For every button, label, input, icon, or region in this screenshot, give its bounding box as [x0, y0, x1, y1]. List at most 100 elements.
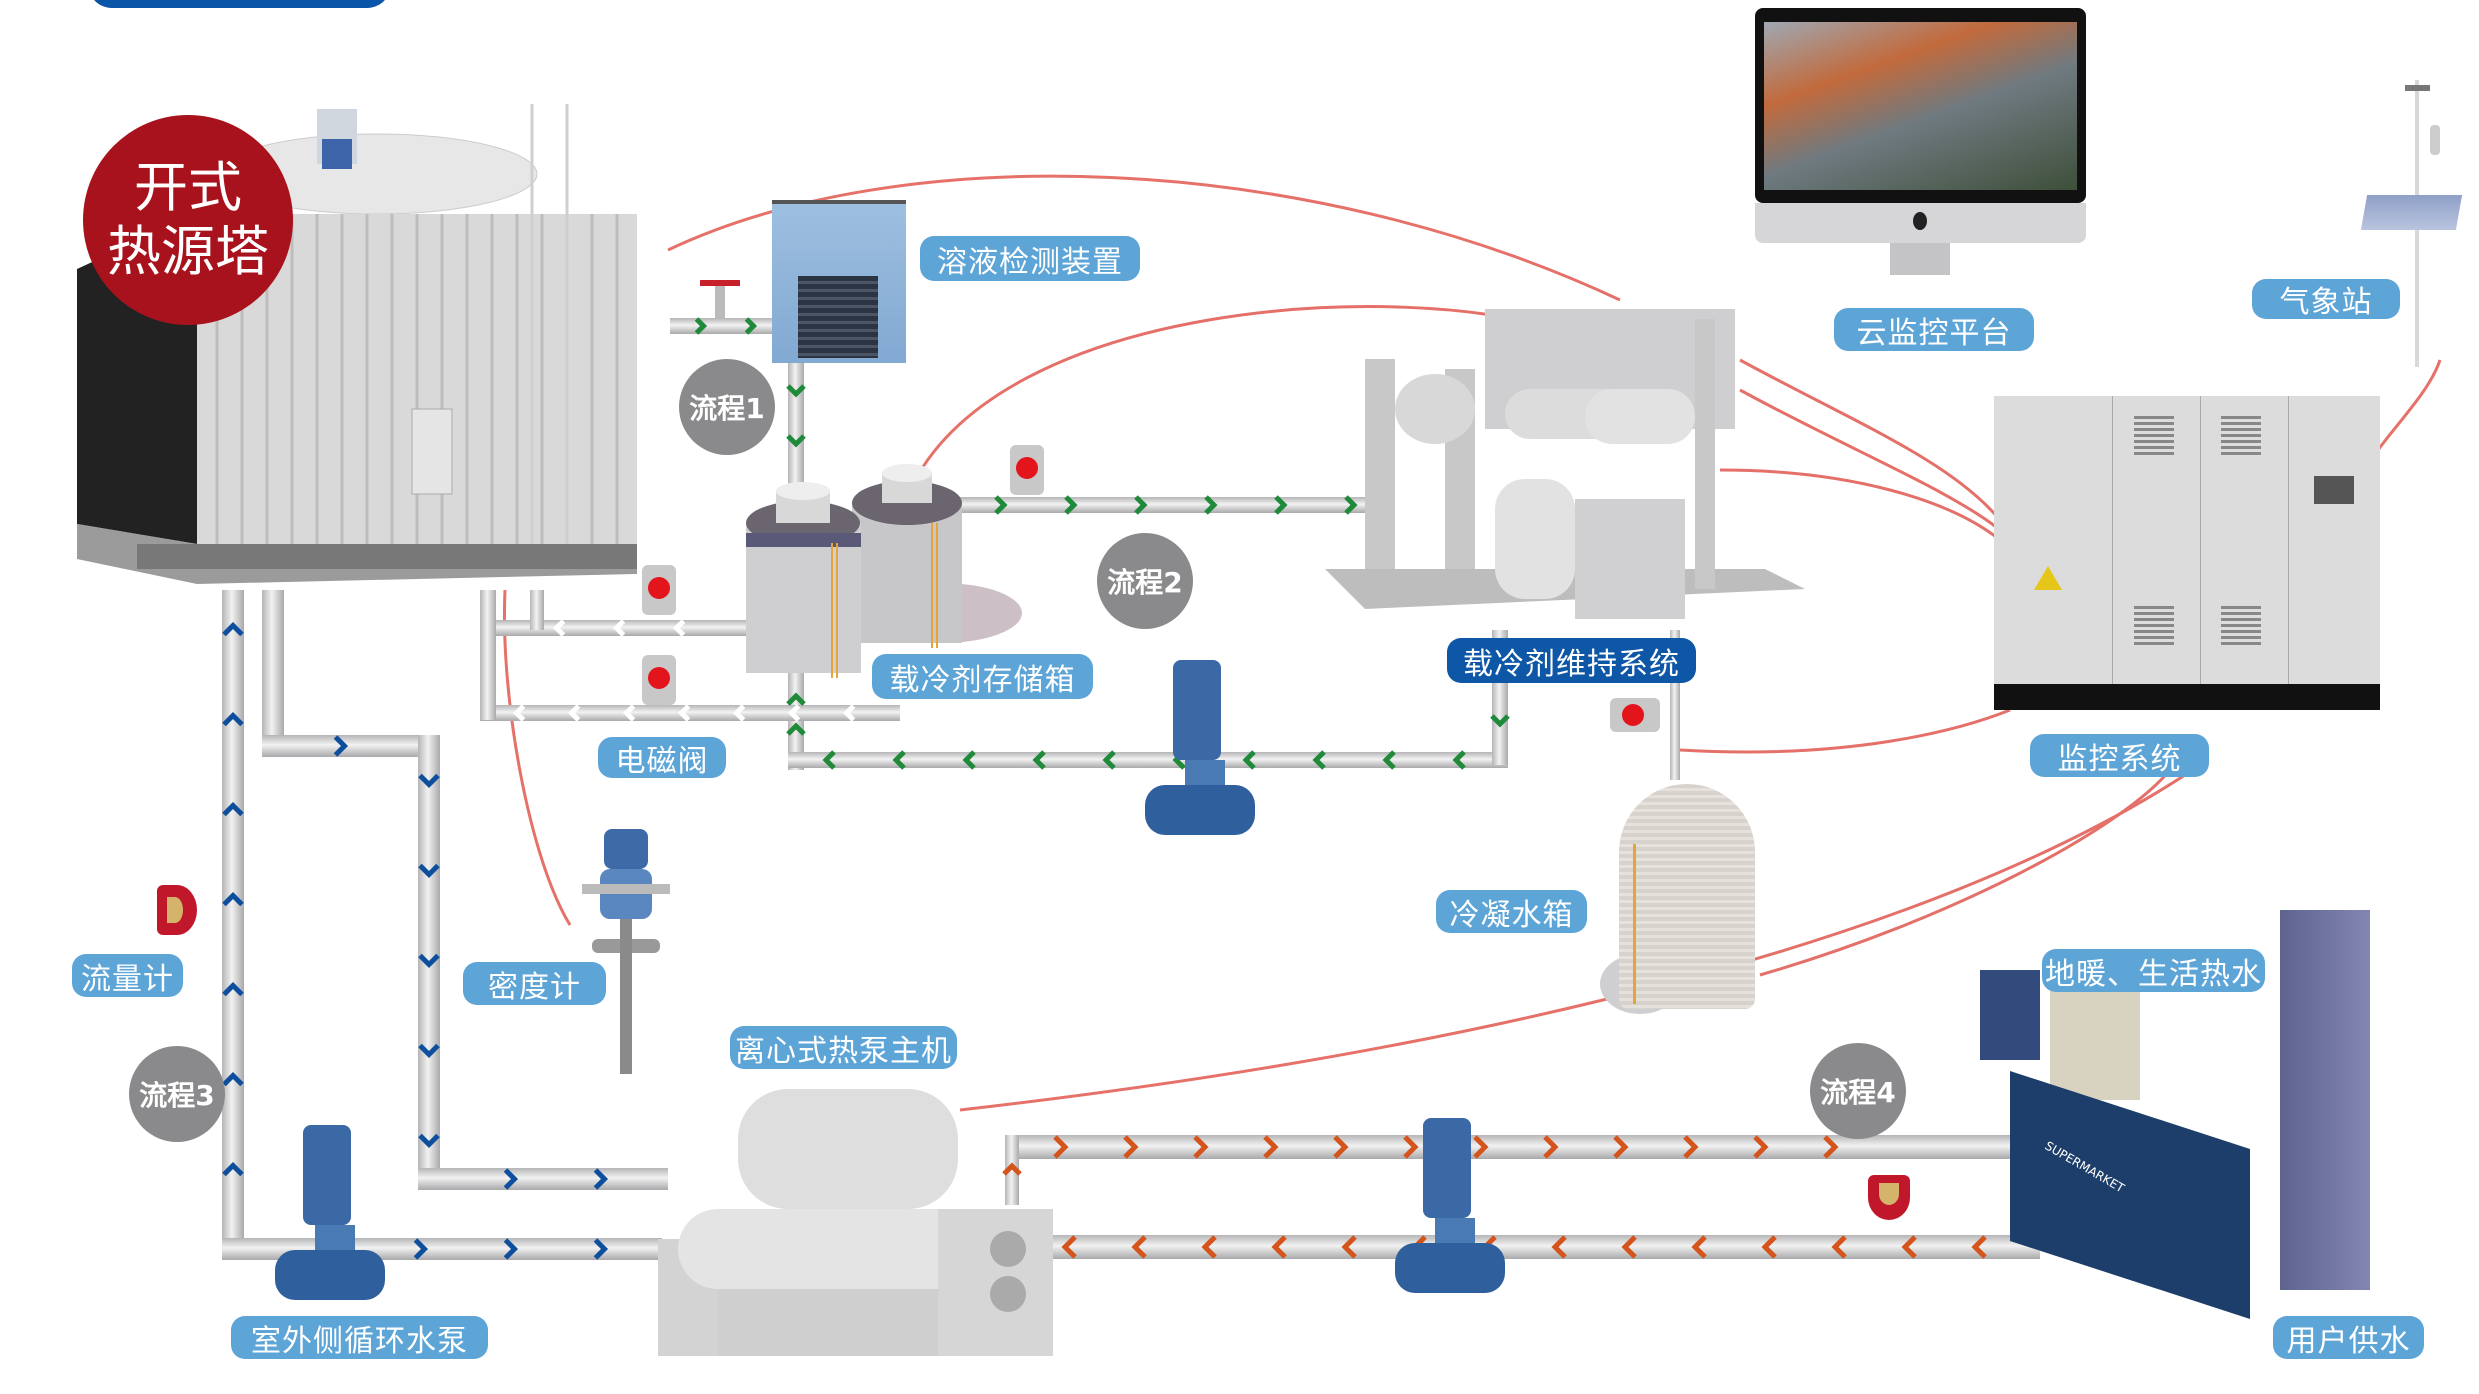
flow-arrow: [1490, 714, 1510, 728]
circulation-pump-process-2: [1145, 660, 1265, 845]
user-buildings: SUPERMARKET: [1980, 910, 2400, 1380]
flow-arrow: [1201, 1235, 1217, 1259]
flow-arrow: [1242, 750, 1256, 770]
flow-arrow: [962, 750, 976, 770]
flow-arrow: [1621, 1235, 1637, 1259]
flow-arrow: [622, 704, 636, 722]
label-outdoor-pump: 室外侧循环水泵: [231, 1316, 488, 1359]
cooling-tower: [77, 104, 670, 590]
label-centrifugal-heat-pump: 离心式热泵主机: [730, 1026, 957, 1069]
flow-arrow: [786, 384, 806, 398]
solenoid-valve-icon: [642, 655, 676, 705]
flow-arrow: [512, 704, 526, 722]
flow-arrow: [1341, 1235, 1357, 1259]
signal-line: [1739, 388, 2001, 532]
flow-arrow: [552, 619, 566, 637]
flow-arrow: [1131, 1235, 1147, 1259]
monitoring-control-cabinet: [1994, 396, 2380, 710]
label-solenoid-valve: 电磁阀: [598, 737, 726, 779]
label-floor-heating: 地暖、生活热水: [2042, 949, 2265, 992]
flow-arrow: [1123, 1135, 1139, 1159]
label-monitoring-system: 监控系统: [2030, 734, 2209, 777]
flow-arrow: [677, 704, 691, 722]
flow-arrow: [1831, 1235, 1847, 1259]
apple-logo-icon: [1913, 212, 1927, 230]
flow-arrow: [1823, 1135, 1839, 1159]
label-weather-station: 气象站: [2252, 279, 2400, 320]
flow-arrow: [1473, 1135, 1489, 1159]
flow-arrow: [1053, 1135, 1069, 1159]
flow-arrow: [744, 317, 758, 335]
flow-arrow: [222, 1161, 244, 1177]
flow-arrow: [1271, 1235, 1287, 1259]
flow-arrow: [1032, 750, 1046, 770]
flow-arrow: [786, 722, 806, 736]
flow-arrow: [1193, 1135, 1209, 1159]
flow-arrow: [1452, 750, 1466, 770]
flow-arrow: [694, 317, 708, 335]
flow-arrow: [593, 1238, 609, 1260]
flow-arrow: [222, 981, 244, 997]
flow-arrow: [222, 891, 244, 907]
signal-line: [1759, 769, 2172, 977]
signal-line: [1739, 358, 2002, 521]
flow-arrow: [418, 1043, 440, 1059]
flow-arrow: [503, 1168, 519, 1190]
label-density-meter: 密度计: [463, 962, 606, 1005]
label-coolant-maintenance: 载冷剂维持系统: [1447, 638, 1696, 683]
step-3-badge: 流程3: [129, 1046, 225, 1142]
flow-arrow: [1204, 495, 1218, 515]
step-1-badge: 流程1: [679, 359, 775, 455]
flow-arrow: [1613, 1135, 1629, 1159]
solution-detector-device: [772, 200, 906, 363]
flow-arrow: [1274, 495, 1288, 515]
flow-arrow: [994, 495, 1008, 515]
density-meter-instrument: [582, 829, 670, 1077]
flow-arrow: [1333, 1135, 1349, 1159]
flow-arrow: [1551, 1235, 1567, 1259]
label-solution-detector: 溶液检测装置: [920, 236, 1140, 281]
flow-arrow: [1971, 1235, 1987, 1259]
flow-arrow: [413, 1238, 429, 1260]
outdoor-circulation-pump: [275, 1125, 395, 1310]
centrifugal-heat-pump-unit: [638, 1069, 1053, 1356]
flow-arrow: [333, 735, 349, 757]
flow-arrow: [822, 750, 836, 770]
flow-arrow: [418, 953, 440, 969]
label-cloud-platform: 云监控平台: [1834, 308, 2034, 351]
flow-arrow: [418, 773, 440, 789]
gate-valve-icon: [695, 280, 745, 325]
flow-arrow: [222, 711, 244, 727]
flow-arrow: [1102, 750, 1116, 770]
label-coolant-storage: 载冷剂存储箱: [872, 654, 1093, 699]
flow-arrow: [1134, 495, 1148, 515]
flow-arrow: [418, 1133, 440, 1149]
flow-arrow: [1543, 1135, 1559, 1159]
header-tab-pill[interactable]: [88, 0, 391, 8]
flow-arrow: [222, 621, 244, 637]
flow-arrow: [1691, 1235, 1707, 1259]
flow-arrow: [567, 704, 581, 722]
weather-station: [2360, 80, 2465, 367]
user-side-pump: [1395, 1118, 1515, 1303]
flow-arrow: [593, 1168, 609, 1190]
badge-line-2: 热源塔: [107, 220, 269, 283]
solenoid-valve-icon: [642, 565, 676, 615]
flow-arrow: [1061, 1235, 1077, 1259]
coolant-storage-tanks: [742, 463, 1022, 683]
flow-arrow: [612, 619, 626, 637]
signal-line: [1679, 708, 2011, 754]
flow-arrow: [786, 434, 806, 448]
solenoid-valve-icon: [1610, 698, 1660, 732]
label-condensate-tank: 冷凝水箱: [1436, 890, 1587, 933]
signal-line: [502, 589, 572, 926]
flow-arrow: [1753, 1135, 1769, 1159]
flow-arrow: [787, 704, 801, 722]
step-2-badge: 流程2: [1097, 533, 1193, 629]
flow-arrow: [672, 619, 686, 637]
label-flow-meter: 流量计: [72, 954, 183, 997]
flow-arrow: [222, 1071, 244, 1087]
signal-line: [2376, 359, 2442, 451]
step-4-badge: 流程4: [1810, 1043, 1906, 1139]
